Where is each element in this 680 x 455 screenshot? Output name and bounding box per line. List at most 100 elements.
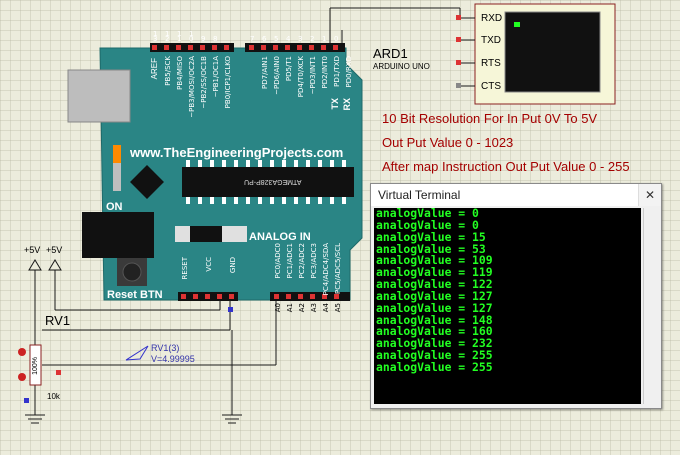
analog-pin-num: A4 <box>322 303 330 313</box>
top-pin-num: 1 <box>322 35 327 43</box>
pot-body-label: 100% <box>32 357 39 375</box>
small-chip <box>130 165 164 199</box>
power-pin-label: GND <box>229 257 237 274</box>
top-pin-num: 9 <box>201 35 206 43</box>
aref-label: AREF <box>150 58 159 80</box>
analog-pin-num: A2 <box>298 303 306 313</box>
note-map-range: After map Instruction Out Put Value 0 - … <box>382 159 630 174</box>
top-pin-num-a: 1 <box>177 30 182 38</box>
top-pin-num: 4 <box>286 35 291 43</box>
header-top-right <box>245 43 345 52</box>
terminal-line: analogValue = 15 <box>376 229 486 244</box>
top-pin-label: PD0/RXD <box>345 56 353 88</box>
vterm-pin-txd: TXD <box>481 35 501 46</box>
terminal-line: analogValue = 148 <box>376 312 493 327</box>
top-pin-num: 8 <box>213 35 218 43</box>
top-pin-label: PD1/TXD <box>333 56 341 87</box>
top-pin-num: 6 <box>262 35 267 43</box>
board-website-label: www.TheEngineeringProjects.com <box>130 145 344 160</box>
supply-label-1: +5V <box>24 245 41 255</box>
analog-pin-label: PC5/ADC5/SCL <box>334 243 342 295</box>
analog-in-label: ANALOG IN <box>249 231 311 243</box>
top-pin-label: PD2/INT0 <box>321 56 329 89</box>
top-pin-num-a: 1 <box>189 30 194 38</box>
probe-value: V=4.99995 <box>151 354 195 364</box>
terminal-line: analogValue = 127 <box>376 300 493 315</box>
top-pin-label: PD7/AIN1 <box>261 56 269 89</box>
voltage-probe <box>125 345 149 361</box>
top-pin-num: 0 <box>334 35 339 43</box>
power-jack <box>82 212 154 258</box>
vterm-screen-symbol <box>504 11 601 93</box>
top-pin-num: 7 <box>250 35 255 43</box>
vt-scrollbar[interactable] <box>643 208 658 404</box>
top-pin-num-a: 1 <box>153 30 158 38</box>
atmega-chip <box>182 167 354 197</box>
top-pin-label: PD5/T1 <box>285 56 293 82</box>
top-pin-label: ~PB1/OC1A <box>212 56 220 98</box>
terminal-line: analogValue = 160 <box>376 324 493 339</box>
pot-ref: RV1 <box>45 313 71 328</box>
on-led <box>113 145 121 163</box>
top-pin-label: ~PB2/SS/OC1B <box>200 56 208 109</box>
board-ref: ARD1 <box>373 46 408 61</box>
supply-label-2: +5V <box>46 245 63 255</box>
terminal-line: analogValue = 0 <box>376 217 479 232</box>
vterm-pin-rxd: RXD <box>481 13 503 24</box>
top-pin-label: ~PD3/INT1 <box>309 56 317 95</box>
terminal-line: analogValue = 232 <box>376 336 493 351</box>
top-pin-num: 5 <box>274 35 279 43</box>
top-pin-label: ~PB3/MOSI/OC2A <box>188 56 196 118</box>
probe-name: RV1(3) <box>151 343 180 353</box>
top-pin-num: 3 <box>298 35 303 43</box>
analog-pin-label: PC4/ADC4/SDA <box>322 243 330 296</box>
board-model: ARDUINO UNO <box>373 62 430 71</box>
terminal-line: analogValue = 255 <box>376 359 493 374</box>
usb-connector <box>67 69 131 123</box>
rx-label: RX <box>342 98 352 111</box>
top-pin-label: ~PD6/AIN0 <box>273 56 281 95</box>
top-pin-label: PB4/MISO <box>176 56 184 90</box>
top-pin-num: 3 <box>153 35 158 43</box>
analog-pin-num: A0 <box>274 303 282 313</box>
tx-label: TX <box>330 98 340 110</box>
top-pin-num: 2 <box>165 35 170 43</box>
reset-button-label: Reset BTN <box>107 289 163 301</box>
analog-pin-num: A3 <box>310 303 318 313</box>
analog-pin-label: PC3/ADC3 <box>310 243 318 279</box>
top-pin-num: 1 <box>177 35 182 43</box>
vt-title: Virtual Terminal <box>378 188 461 202</box>
note-output-range: Out Put Value 0 - 1023 <box>382 135 514 150</box>
on-label: ON <box>106 201 123 213</box>
terminal-line: analogValue = 127 <box>376 288 493 303</box>
close-icon[interactable]: ✕ <box>638 184 661 206</box>
note-resolution: 10 Bit Resolution For In Put 0V To 5V <box>382 111 598 126</box>
vterm-pin-rts: RTS <box>481 58 501 69</box>
top-pin-num: 0 <box>189 35 194 43</box>
chip-label: ATMEGA328P-PU <box>244 178 302 185</box>
top-pin-num: 2 <box>310 35 315 43</box>
top-pin-label: PB0/ICP1/CLKO <box>224 56 232 109</box>
top-pin-label: PD4/T0/XCK <box>297 56 305 98</box>
analog-pin-num: A1 <box>286 303 294 313</box>
analog-pin-num: A5 <box>334 303 342 313</box>
pot-value: 10k <box>47 392 60 401</box>
analog-pin-label: PC0/ADC0 <box>274 243 282 279</box>
top-pin-num-a: 1 <box>165 30 170 38</box>
power-pin-label: VCC <box>205 257 213 272</box>
vterm-pin-cts: CTS <box>481 81 501 92</box>
vt-titlebar[interactable]: Virtual Terminal ✕ <box>371 184 661 206</box>
analog-pin-label: PC1/ADC1 <box>286 243 294 279</box>
terminal-line: analogValue = 119 <box>376 265 493 280</box>
power-pin-label: RESET <box>181 257 189 280</box>
potentiometer <box>29 344 42 386</box>
terminal-line: analogValue = 109 <box>376 253 493 268</box>
terminal-line: analogValue = 122 <box>376 277 493 292</box>
analog-pin-label: PC2/ADC2 <box>298 243 306 279</box>
top-pin-label: PB5/SCK <box>164 56 172 86</box>
terminal-line: analogValue = 255 <box>376 348 493 363</box>
terminal-line: analogValue = 0 <box>376 208 479 220</box>
